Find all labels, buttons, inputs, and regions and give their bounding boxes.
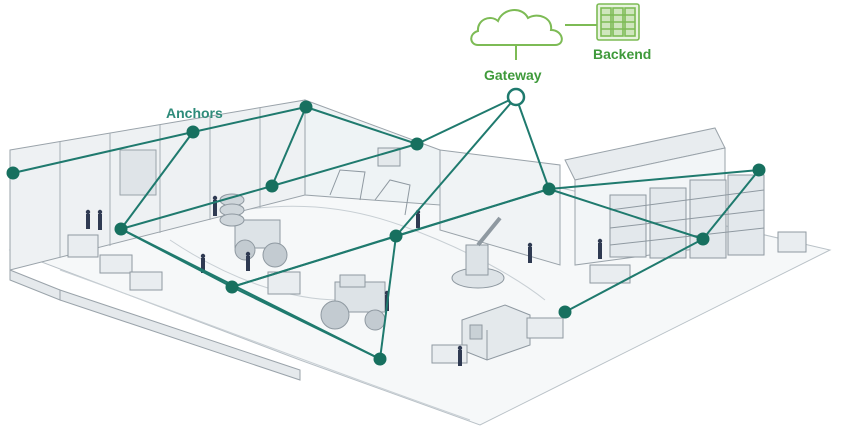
network-link	[379, 235, 397, 360]
anchor-node	[558, 305, 572, 319]
network-link	[192, 106, 307, 133]
anchor-node	[114, 222, 128, 236]
network-link	[702, 169, 760, 240]
gateway-label: Gateway	[484, 67, 542, 83]
overhead-crane	[329, 147, 411, 216]
robot-arm	[451, 216, 505, 289]
anchor-node	[265, 179, 279, 193]
backend-label: Backend	[593, 46, 651, 62]
network-link	[548, 188, 704, 240]
cloud-icon	[470, 9, 563, 46]
tractor-2	[320, 274, 386, 331]
gateway-node	[506, 87, 526, 107]
anchor-node	[752, 163, 766, 177]
anchor-node	[6, 166, 20, 180]
network-link	[271, 106, 307, 187]
network-link	[564, 238, 704, 313]
interior-partition	[439, 149, 561, 266]
tractor-1	[234, 219, 288, 268]
tyre-stack	[219, 193, 245, 227]
network-link	[548, 169, 760, 190]
roller-door	[119, 149, 157, 196]
network-link	[305, 106, 418, 145]
network-link	[120, 228, 381, 360]
worker	[527, 242, 533, 263]
anchor-nodes	[6, 100, 766, 366]
factory-equipment	[67, 147, 807, 364]
anchor-node	[186, 125, 200, 139]
worker	[597, 238, 603, 259]
anchor-node	[373, 352, 387, 366]
worker	[212, 195, 218, 216]
machining-center	[461, 304, 531, 361]
network-link	[12, 131, 194, 174]
network-link	[515, 96, 550, 190]
storage-racks	[609, 174, 765, 259]
worker	[97, 209, 103, 230]
anchor-node	[389, 229, 403, 243]
anchor-node	[225, 280, 239, 294]
worker	[457, 345, 463, 366]
network-link	[395, 96, 517, 237]
anchor-node	[542, 182, 556, 196]
worker	[200, 253, 206, 273]
network-link	[120, 131, 194, 230]
worker	[245, 251, 251, 271]
network-link	[271, 143, 418, 187]
anchor-node	[410, 137, 424, 151]
anchor-node	[696, 232, 710, 246]
anchor-node	[299, 100, 313, 114]
network-link	[120, 185, 273, 230]
server-icon	[596, 3, 640, 41]
worker	[85, 209, 91, 229]
anchors-label: Anchors	[166, 105, 223, 121]
network-links	[12, 96, 760, 360]
network-link	[416, 96, 517, 145]
back-wall	[304, 99, 441, 206]
